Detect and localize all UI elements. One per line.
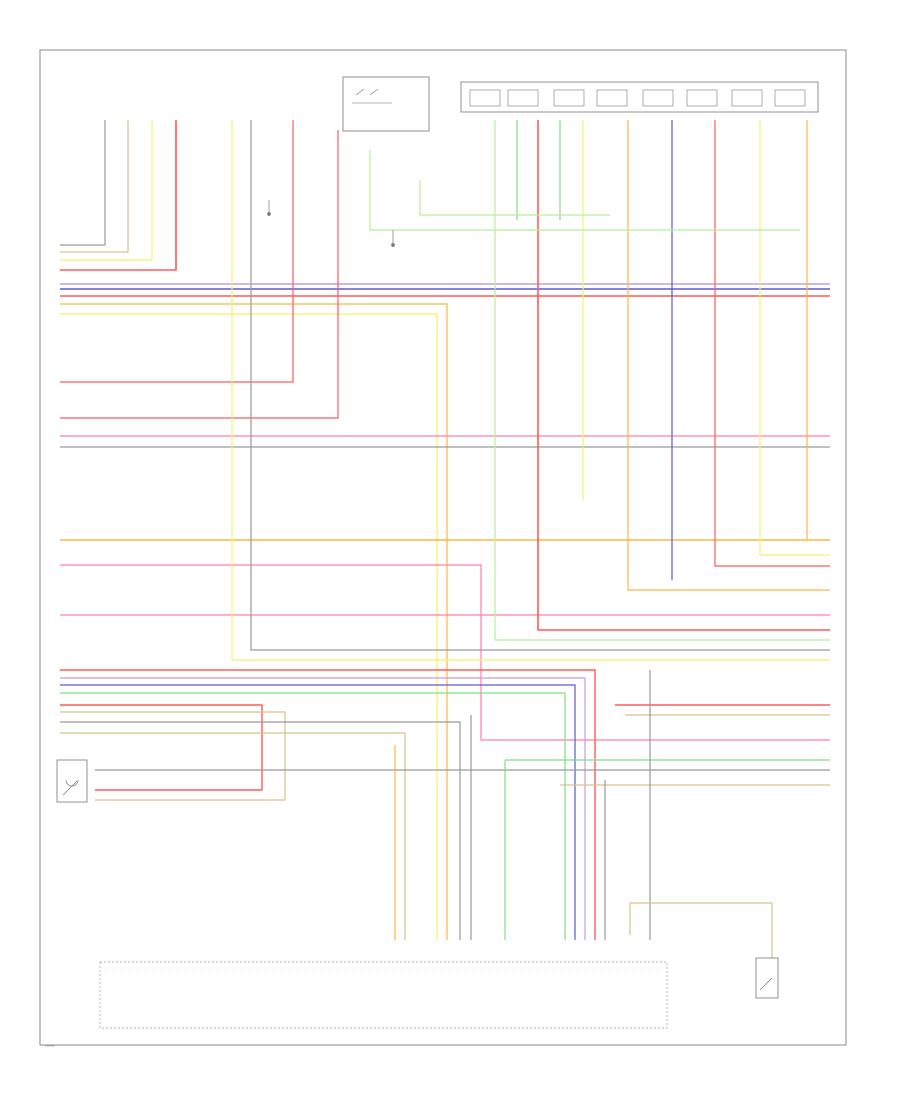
fuse-block-top <box>460 81 819 113</box>
bundle-red <box>60 669 596 940</box>
diagram-frame <box>39 49 847 1046</box>
bus-orange <box>60 303 448 940</box>
bundle-violet <box>60 677 586 940</box>
bundle-tan <box>60 711 286 801</box>
bundle-green <box>60 692 566 940</box>
ground-symbol <box>267 200 395 247</box>
green-harness-2 <box>419 180 610 216</box>
sensor-bottom-left <box>56 759 88 803</box>
bus-yellow <box>60 313 438 940</box>
left-vert-yellow <box>231 120 830 661</box>
wire-group <box>60 120 830 958</box>
wire-gray-1 <box>60 120 106 246</box>
wire-pink-2 <box>60 564 830 741</box>
bundle-blue <box>60 684 576 940</box>
wire-red-3 <box>60 130 339 419</box>
bundle-gray <box>60 721 461 940</box>
component-box-top <box>342 76 430 132</box>
fuse-green-c <box>494 120 830 641</box>
wire-yellow-1 <box>60 120 153 261</box>
ecu-connector-strip <box>99 961 668 1029</box>
bundle-red-2 <box>60 704 263 791</box>
sensor-bottom-right <box>755 957 779 999</box>
fuse-yellow-b <box>759 120 830 556</box>
fuse-red-a <box>537 120 830 631</box>
green-harness <box>369 150 800 231</box>
wire-tan-1 <box>60 120 129 253</box>
wire-red-2 <box>60 120 294 383</box>
bundle-tan-2 <box>60 732 406 940</box>
sensor-right-tan <box>629 902 773 958</box>
fuse-red-b <box>714 120 830 567</box>
fuse-orange-a <box>627 120 830 591</box>
left-vert-gray <box>250 120 830 651</box>
wire-red-1 <box>60 120 177 271</box>
